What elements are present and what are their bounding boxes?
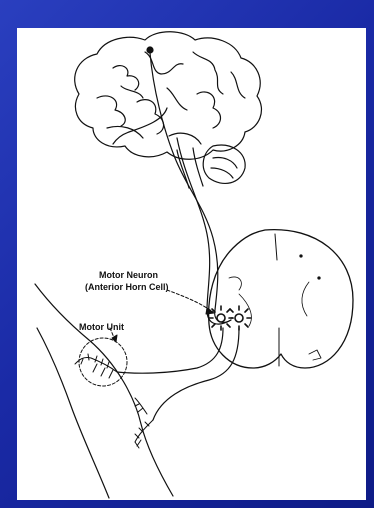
motor-unit-label: Motor Unit [79, 322, 124, 333]
anterior-horn-cell-label: (Anterior Horn Cell) [85, 282, 169, 293]
motor-unit-diagram [17, 28, 366, 500]
diagram-panel: Motor Neuron (Anterior Horn Cell) Motor … [17, 28, 366, 500]
motor-neuron-label: Motor Neuron [99, 270, 158, 281]
motor-unit-circle [79, 328, 127, 386]
brain-drawing [75, 32, 262, 188]
spinal-cord-drawing [209, 230, 353, 368]
upper-motor-neuron-cell-body [147, 47, 153, 53]
limb-outline [35, 284, 173, 498]
